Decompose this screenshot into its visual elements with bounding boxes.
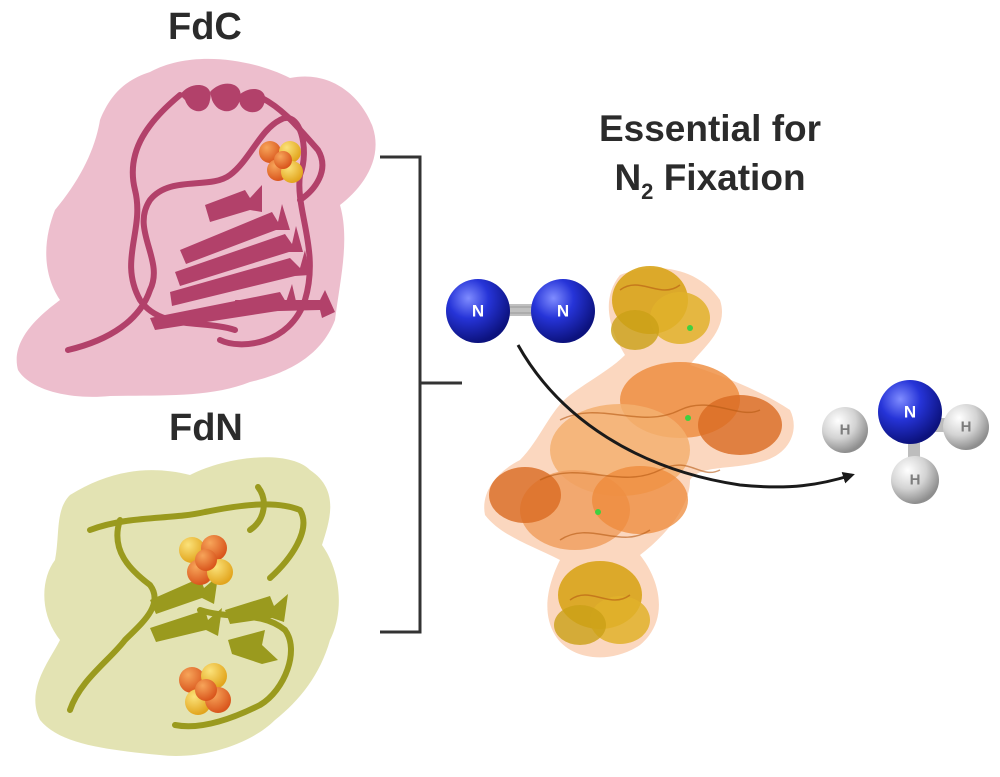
fdn-beta-strand — [150, 608, 222, 642]
hydrogen-atom — [943, 404, 989, 450]
fdc-helix — [180, 84, 211, 112]
fdc-beta-strand — [235, 290, 335, 318]
hydrogen-atom — [822, 407, 868, 453]
fdc-loop — [65, 114, 313, 353]
nitrogen-atom — [878, 380, 942, 444]
headline: Essential for N2 Fixation — [560, 104, 860, 207]
nh3-h-bottom-label: H — [910, 472, 921, 489]
fdn-label: FdN — [169, 407, 243, 449]
fdc-helix — [210, 83, 241, 112]
fdn-beta-strand — [225, 594, 288, 624]
headline-line2: N2 Fixation — [560, 153, 860, 207]
nh3-molecule: N H H H — [822, 380, 989, 504]
nh3-h-right-label: H — [961, 419, 972, 436]
fdc-loop — [259, 95, 326, 203]
headline-subscript: 2 — [641, 179, 654, 204]
fdn-beta-strand — [150, 576, 218, 614]
fdc-helix — [238, 89, 266, 113]
fdc-beta-strand — [170, 250, 310, 306]
n2-right-atom-label: N — [557, 302, 569, 321]
fdn-beta-strand — [228, 630, 278, 664]
nitrogen-atom — [446, 279, 510, 343]
fdn-iron-sulfur-cluster-upper — [179, 535, 233, 585]
fdn-protein — [35, 457, 339, 756]
nh3-n-atom-label: N — [904, 403, 916, 422]
headline-line1: Essential for — [598, 108, 822, 149]
nitrogenase-complex — [484, 266, 794, 658]
fdc-label: FdC — [168, 6, 242, 48]
hydrogen-atom — [891, 456, 939, 504]
nitrogen-atom — [531, 279, 595, 343]
fdn-loop — [247, 484, 267, 533]
fdn-iron-sulfur-cluster-lower — [179, 663, 231, 715]
fdc-beta-strand — [180, 204, 290, 264]
n2-molecule: N N — [446, 279, 595, 343]
nitrogenase-fe-protein-bottom — [554, 561, 650, 645]
n2-left-atom-label: N — [472, 302, 484, 321]
fdc-beta-strand — [175, 226, 303, 286]
fdn-loop — [87, 501, 307, 581]
nitrogenase-fe-protein-top — [611, 266, 710, 350]
headline-rest: Fixation — [653, 157, 806, 198]
headline-n: N — [614, 157, 642, 198]
fdc-protein — [16, 58, 376, 397]
reaction-arrow — [516, 344, 855, 489]
bracket — [380, 155, 462, 634]
fdn-surface — [35, 457, 339, 756]
nh3-h-left-label: H — [840, 422, 851, 439]
fdn-loop — [67, 517, 158, 713]
fdc-beta-strand — [205, 185, 262, 222]
fdc-iron-sulfur-cluster — [259, 141, 303, 183]
fdc-beta-strand — [150, 284, 298, 330]
